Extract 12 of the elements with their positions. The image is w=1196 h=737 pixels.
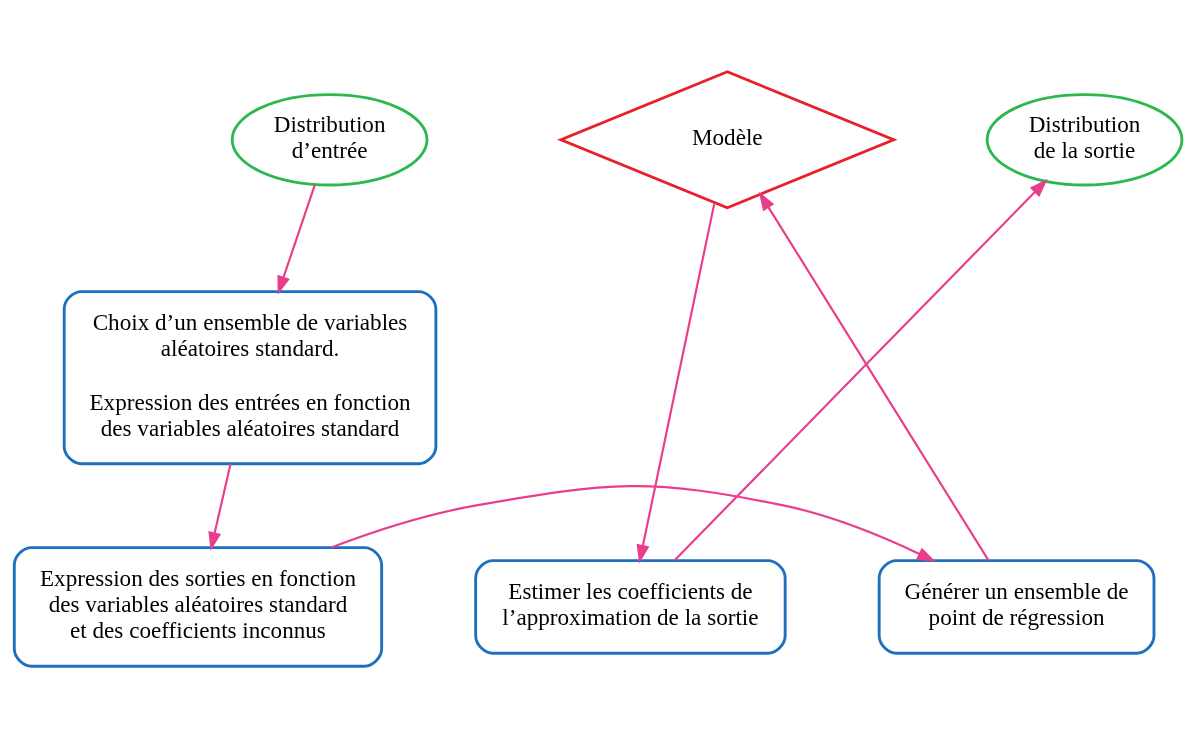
arrow — [330, 484, 936, 562]
node-box: Choix d’un ensemble de variables aléatoires standard. Expression des entrées en fonction des variables aléatoires standard — [62, 289, 438, 465]
arrow — [758, 191, 990, 561]
arrow — [674, 178, 1048, 561]
node-box: Générer un ensemble de point de régression — [877, 558, 1156, 655]
node-box: Expression des sorties en fonction des variables aléatoires standard et des coefficients inconnus — [12, 545, 384, 668]
node-box: Estimer les coefficients de l’approximation de la sortie — [474, 558, 787, 655]
arrow — [208, 463, 232, 551]
node-ellipse: Distribution d’entrée — [230, 92, 429, 186]
node-ellipse: Distribution de la sortie — [985, 92, 1184, 186]
arrow — [636, 202, 716, 564]
arrow — [277, 183, 316, 295]
